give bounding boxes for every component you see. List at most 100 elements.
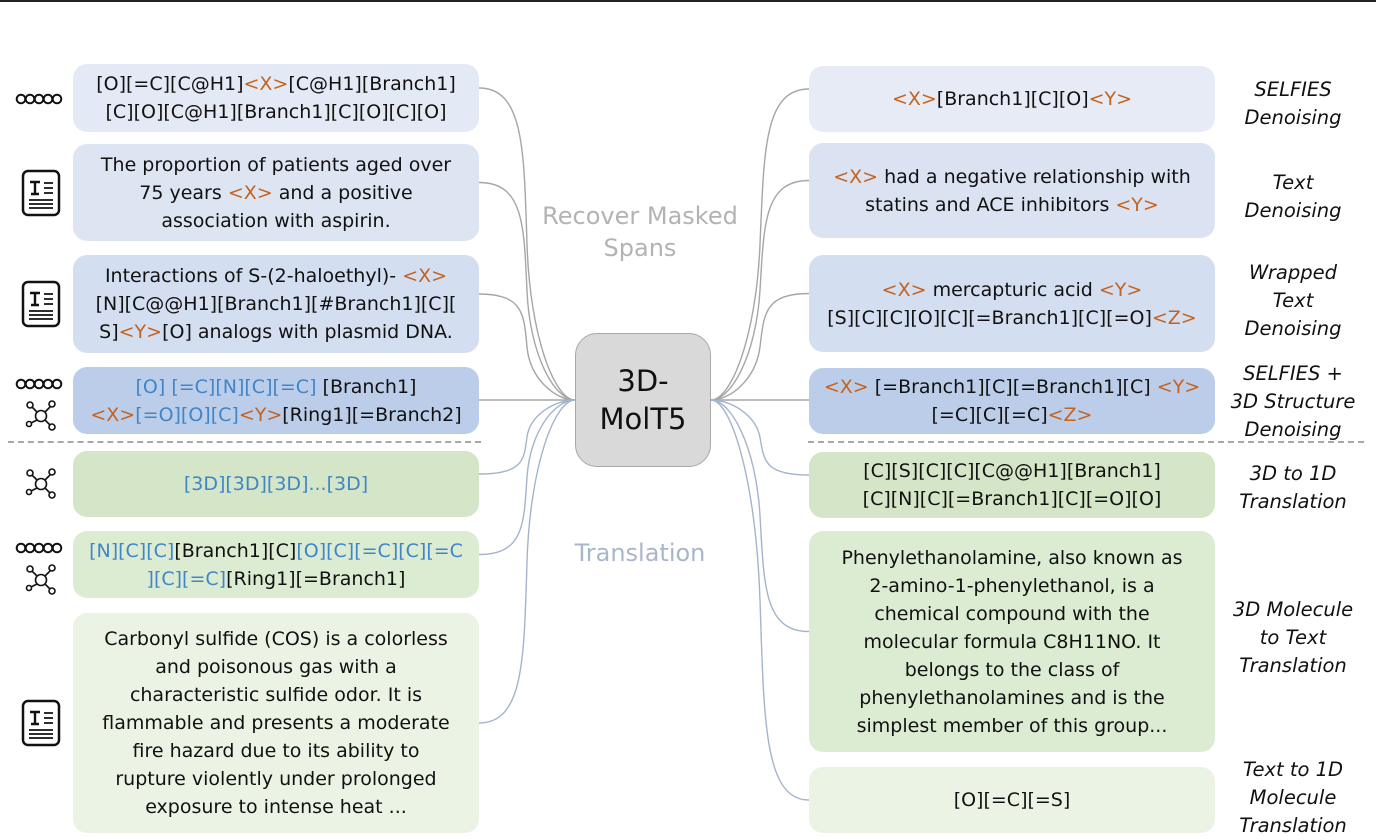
task-label-line: Translation <box>1239 814 1347 837</box>
connector-line <box>710 292 810 401</box>
text-span: characteristic sulfide odor. It is <box>129 684 423 706</box>
text-span: [Branch1][C][O] <box>936 88 1089 110</box>
mask-token: <X> <box>243 73 289 95</box>
chain-1d-icon <box>15 540 67 559</box>
box-text-line: statins and ACE inhibitors <Y> <box>833 191 1191 219</box>
text-span: [=Branch1][C][=Branch1][C] <box>868 376 1157 398</box>
box-text-line: <X> had a negative relationship with <box>833 163 1191 191</box>
box-text-line: The proportion of patients aged over <box>101 151 451 179</box>
text-span: [C@H1][Branch1] <box>288 73 456 95</box>
box-text-line: 75 years <X> and a positive <box>101 179 451 207</box>
task-label-line: 3D Molecule <box>1232 598 1354 621</box>
box-text-line: ][C][=C][Ring1][=Branch1] <box>89 565 463 593</box>
text-span: and a positive <box>272 181 413 204</box>
text-span: [O] analogs with plasmid DNA. <box>162 321 453 343</box>
task-label-line: Denoising <box>1244 199 1342 222</box>
box-text-line: [C][N][C][=Branch1][C][=O][O] <box>863 485 1162 513</box>
top-rule <box>0 0 1376 2</box>
input-box: [3D][3D][3D]...[3D] <box>73 451 479 517</box>
text-span: [Branch1] <box>322 375 417 398</box>
task-label-line: Text <box>1272 289 1314 312</box>
text-span: association with aspirin. <box>161 209 391 232</box>
text-span: exposure to intense heat ... <box>145 796 407 818</box>
input-box-content: The proportion of patients aged over 75 y… <box>101 151 451 235</box>
box-text-line: [C][S][C][C][C@@H1][Branch1] <box>863 457 1162 485</box>
task-label-line: Text <box>1272 171 1314 194</box>
output-box-content: <X>[Branch1][C][O]<Y> <box>892 85 1132 113</box>
text-span: The proportion of patients aged over <box>100 153 452 176</box>
center-node-line: MolT5 <box>599 402 687 436</box>
output-box: [C][S][C][C][C@@H1][Branch1] [C][N][C][=B… <box>809 452 1215 518</box>
section-label-line: Spans <box>603 234 677 262</box>
input-box: [O] [=C][N][C][=C] [Branch1]<X>[=O][O][C… <box>73 367 479 434</box>
mask-token: <Y> <box>1115 193 1159 216</box>
mask-token: <X> <box>90 403 136 426</box>
text-span: [Branch1][C] <box>174 539 297 562</box>
output-box: <X> [=Branch1][C][=Branch1][C] <Y>[=C][C… <box>809 368 1215 434</box>
box-text-line: [O][=C][C@H1]<X>[C@H1][Branch1] <box>96 70 456 98</box>
output-box-content: [O][=C][=S] <box>954 786 1071 814</box>
box-text-line: <X> mercapturic acid <Y> <box>827 276 1196 304</box>
text-span: [O][=C][C@H1] <box>96 73 244 95</box>
box-text-line: characteristic sulfide odor. It is <box>102 681 449 709</box>
chain-1d-icon <box>15 91 67 110</box>
mask-token: <X> <box>823 376 869 398</box>
section-label-translation: Translation <box>574 539 706 567</box>
section-divider-right <box>808 441 1364 443</box>
task-label-line: Denoising <box>1244 106 1342 129</box>
text-span: statins and ACE inhibitors <box>865 193 1116 216</box>
input-box-content: [O] [=C][N][C][=C] [Branch1]<X>[=O][O][C… <box>90 373 461 429</box>
task-label-line: Text to 1D <box>1242 758 1344 781</box>
box-text-line: [C][O][C@H1][Branch1][C][O][C][O] <box>96 98 456 126</box>
box-text-line: [O][=C][=S] <box>954 786 1071 814</box>
structure-token: [O] [=C][N][C][=C] <box>135 375 323 398</box>
output-box-content: <X> mercapturic acid <Y>[S][C][C][O][C][… <box>827 276 1196 332</box>
box-text-line: <X>[Branch1][C][O]<Y> <box>892 85 1132 113</box>
text-span: [C][N][C][=Branch1][C][=O][O] <box>862 488 1162 510</box>
box-text-line: [O] [=C][N][C][=C] [Branch1] <box>90 373 461 401</box>
box-text-line: belongs to the class of <box>841 656 1182 684</box>
text-span: rupture violently under prolonged <box>115 768 437 790</box>
text-span: [S][C][C][O][C][=Branch1][C][=O] <box>827 306 1152 329</box>
task-label-line: 3D to 1D <box>1249 462 1337 485</box>
box-text-line: [S][C][C][O][C][=Branch1][C][=O]<Z> <box>827 304 1196 332</box>
text-span: Carbonyl sulfide (COS) is a colorless <box>104 628 448 650</box>
text-span: Interactions of S-(2-haloethyl)- <box>104 265 403 287</box>
box-text-line: Interactions of S-(2-haloethyl)- <X> <box>96 262 457 290</box>
text-span: 2-amino-1-phenylethanol, is a <box>869 574 1155 597</box>
mask-token: <Y> <box>1098 278 1143 301</box>
text-span: mercapturic acid <box>926 278 1099 301</box>
output-box-content: [C][S][C][C][C@@H1][Branch1] [C][N][C][=B… <box>863 457 1162 513</box>
task-label-line: Wrapped <box>1248 261 1338 284</box>
connector-line <box>710 88 810 401</box>
mask-token: <X> <box>881 278 927 301</box>
box-text-line: association with aspirin. <box>101 207 451 235</box>
text-span: 75 years <box>139 181 228 204</box>
task-label-line: SELFIES + <box>1243 362 1343 385</box>
box-text-line: [=C][C][=C]<Z> <box>824 401 1200 429</box>
box-text-line: <X> [=Branch1][C][=Branch1][C] <Y> <box>824 373 1200 401</box>
box-text-line: [N][C@@H1][Branch1][#Branch1][C][ <box>96 290 457 318</box>
task-label-line: Translation <box>1239 654 1347 677</box>
text-span: [N][C@@H1][Branch1][#Branch1][C][ <box>95 293 457 315</box>
input-box-content: Interactions of S-(2-haloethyl)- <X> [N][… <box>96 262 457 346</box>
center-node-line: 3D- <box>617 364 669 398</box>
section-divider-left <box>8 441 481 443</box>
structure-token: [N][C][C] <box>89 539 175 562</box>
mask-token: <Z> <box>1047 404 1093 426</box>
text-span: chemical compound with the <box>874 602 1150 625</box>
connector-line <box>478 87 576 401</box>
text-span: [C][S][C][C][C@@H1][Branch1] <box>863 460 1161 482</box>
structure-token: ][C][=C] <box>146 567 227 590</box>
box-text-line: fire hazard due to its ability to <box>102 737 449 765</box>
molecule-3d-icon <box>24 467 58 505</box>
